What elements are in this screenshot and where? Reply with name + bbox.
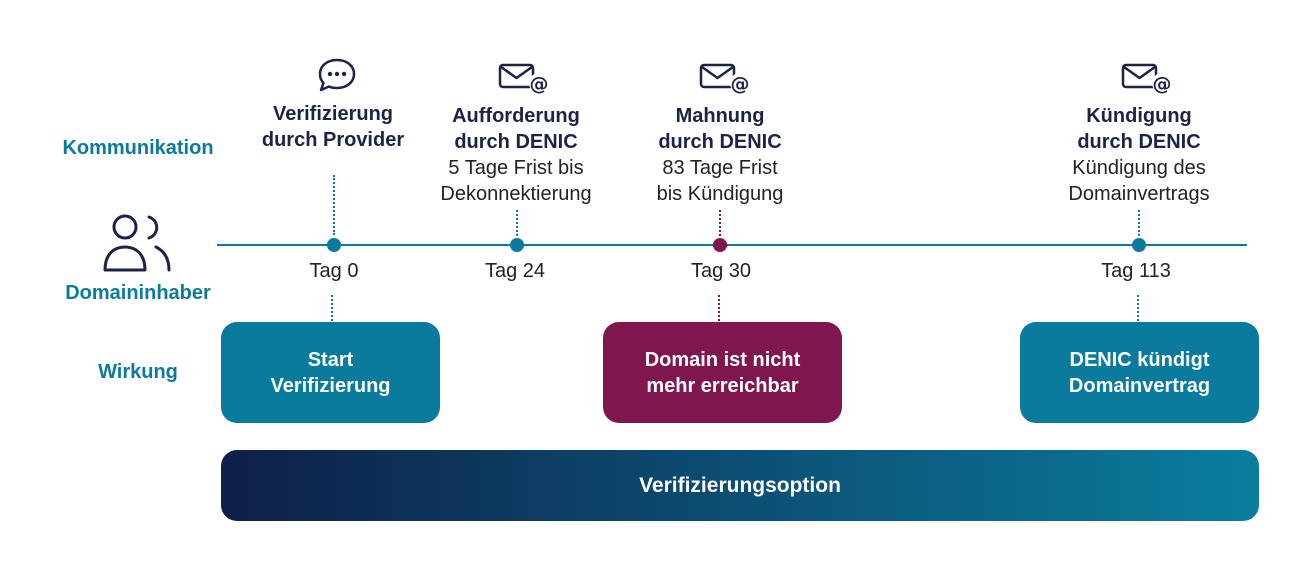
timeline-axis	[217, 244, 1247, 246]
domain-owner-icon	[103, 214, 171, 272]
connector-line	[333, 175, 335, 235]
event-subtitle: Dekonnektierung	[440, 183, 592, 205]
email-at-icon: @	[498, 63, 549, 94]
svg-text:@: @	[731, 73, 750, 94]
svg-text:@: @	[1153, 73, 1172, 94]
event-title: Verifizierung	[272, 103, 394, 125]
connector-line	[1137, 295, 1139, 321]
effect-label: Start	[307, 348, 354, 371]
event-title: durch DENIC	[1077, 131, 1201, 153]
timeline-marker	[510, 238, 524, 252]
verification-option-label: Verifizierungsoption	[639, 473, 841, 497]
effect-label: Domain ist nicht	[644, 348, 801, 371]
chat-bubble-icon	[318, 58, 356, 92]
connector-line	[719, 210, 721, 236]
day-label: Tag 24	[484, 260, 546, 282]
effect-box-domain-unreachable: Domain ist nicht mehr erreichbar	[603, 322, 842, 423]
day-label: Tag 0	[309, 260, 359, 282]
event-title: durch Provider	[261, 129, 405, 151]
connector-line	[718, 295, 720, 321]
effect-label: Verifizierung	[270, 374, 391, 397]
event-verifizierung: Verifizierung durch Provider	[223, 101, 443, 153]
event-title: durch DENIC	[454, 131, 578, 153]
connector-line	[1138, 210, 1140, 236]
event-subtitle: Domainvertrags	[1068, 183, 1210, 205]
event-title: Mahnung	[675, 105, 765, 127]
event-title: Kündigung	[1086, 105, 1192, 127]
connector-line	[331, 295, 333, 321]
verification-option-bar: Verifizierungsoption	[221, 450, 1259, 521]
connector-line	[516, 210, 518, 236]
day-label: Tag 30	[690, 260, 752, 282]
event-mahnung: Mahnung durch DENIC 83 Tage Frist bis Kü…	[610, 103, 830, 207]
email-at-icon: @	[1121, 63, 1172, 94]
timeline-marker	[1132, 238, 1146, 252]
event-title: Aufforderung	[452, 105, 580, 127]
timeline-marker	[713, 238, 727, 252]
event-aufforderung: Aufforderung durch DENIC 5 Tage Frist bi…	[406, 103, 626, 207]
event-subtitle: 83 Tage Frist	[662, 157, 778, 179]
effect-label: Domainvertrag	[1068, 374, 1211, 397]
effect-box-denic-kuendigt: DENIC kündigt Domainvertrag	[1020, 322, 1259, 423]
effect-label: mehr erreichbar	[646, 374, 799, 397]
effect-label: DENIC kündigt	[1069, 348, 1210, 371]
svg-text:@: @	[530, 73, 549, 94]
event-subtitle: bis Kündigung	[656, 183, 784, 205]
event-kuendigung: Kündigung durch DENIC Kündigung des Doma…	[1029, 103, 1249, 207]
event-title: durch DENIC	[658, 131, 782, 153]
day-label: Tag 113	[1101, 260, 1171, 282]
row-label-wirkung: Wirkung	[98, 361, 178, 383]
timeline-marker	[327, 238, 341, 252]
effect-box-start-verifizierung: Start Verifizierung	[221, 322, 440, 423]
event-subtitle: 5 Tage Frist bis	[448, 157, 584, 179]
row-label-kommunikation: Kommunikation	[62, 137, 214, 159]
event-subtitle: Kündigung des	[1072, 157, 1206, 179]
row-label-domaininhaber: Domaininhaber	[65, 282, 211, 304]
email-at-icon: @	[699, 63, 750, 94]
